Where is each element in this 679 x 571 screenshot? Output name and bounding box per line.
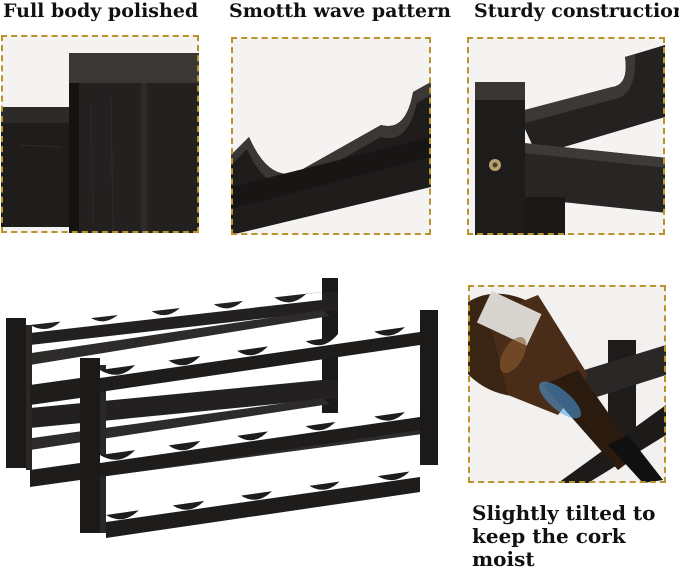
caption-tilted-line-2: keep the cork moist: [472, 524, 626, 571]
wine-bottle-tilted-icon: [468, 285, 666, 483]
polished-corner-image: [1, 35, 199, 233]
wine-rack-product-icon: [0, 270, 460, 549]
wood-corner-closeup-icon: [1, 35, 199, 233]
wine-rack-main-image: [0, 270, 460, 549]
tilted-bottle-image: [468, 285, 666, 483]
wave-rail-image: [231, 37, 431, 235]
caption-sturdy-construction: Sturdy construction: [474, 0, 679, 22]
joint-screw-closeup-icon: [467, 37, 665, 235]
caption-smooth-wave-pattern: Smotth wave pattern: [229, 0, 451, 22]
wave-rail-closeup-icon: [231, 37, 431, 235]
caption-tilted-line-1: Slightly tilted to: [472, 501, 656, 525]
sturdy-joint-image: [467, 37, 665, 235]
caption-slightly-tilted: Slightly tilted to keep the cork moist: [472, 502, 679, 571]
caption-full-body-polished: Full body polished: [3, 0, 199, 22]
